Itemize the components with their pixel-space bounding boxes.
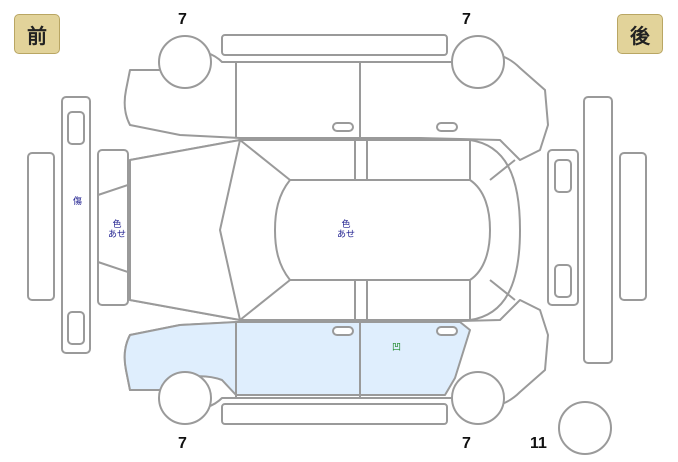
tire-count-rear-right: 7 — [462, 435, 471, 452]
front-badge: 前 — [14, 14, 60, 54]
front-grille — [97, 149, 129, 306]
left-sill — [221, 34, 448, 56]
spare-tire — [558, 401, 612, 455]
rear-bumper — [583, 96, 613, 364]
damage-mark-front-bumper: 傷 — [73, 197, 83, 207]
roof-panel — [274, 179, 491, 281]
rear-badge: 後 — [617, 14, 663, 54]
damage-mark-roof: 色 あせ — [337, 220, 356, 240]
tire-count-rear-left: 7 — [462, 11, 471, 28]
tire-rear-left — [451, 35, 505, 89]
right-sill — [221, 403, 448, 425]
tire-rear-right — [451, 371, 505, 425]
front-bumper — [61, 96, 91, 354]
tire-count-spare: 11 — [530, 435, 547, 452]
tire-count-front-left: 7 — [178, 11, 187, 28]
tire-front-left — [158, 35, 212, 89]
rear-bumper-outer — [619, 152, 647, 301]
tire-count-front-right: 7 — [178, 435, 187, 452]
tire-front-right — [158, 371, 212, 425]
damage-mark-hood: 色 あせ — [108, 220, 127, 240]
damage-mark-right-doors: 凹 — [392, 343, 402, 353]
hood-panel — [129, 139, 241, 321]
front-bumper-outer — [27, 152, 55, 301]
